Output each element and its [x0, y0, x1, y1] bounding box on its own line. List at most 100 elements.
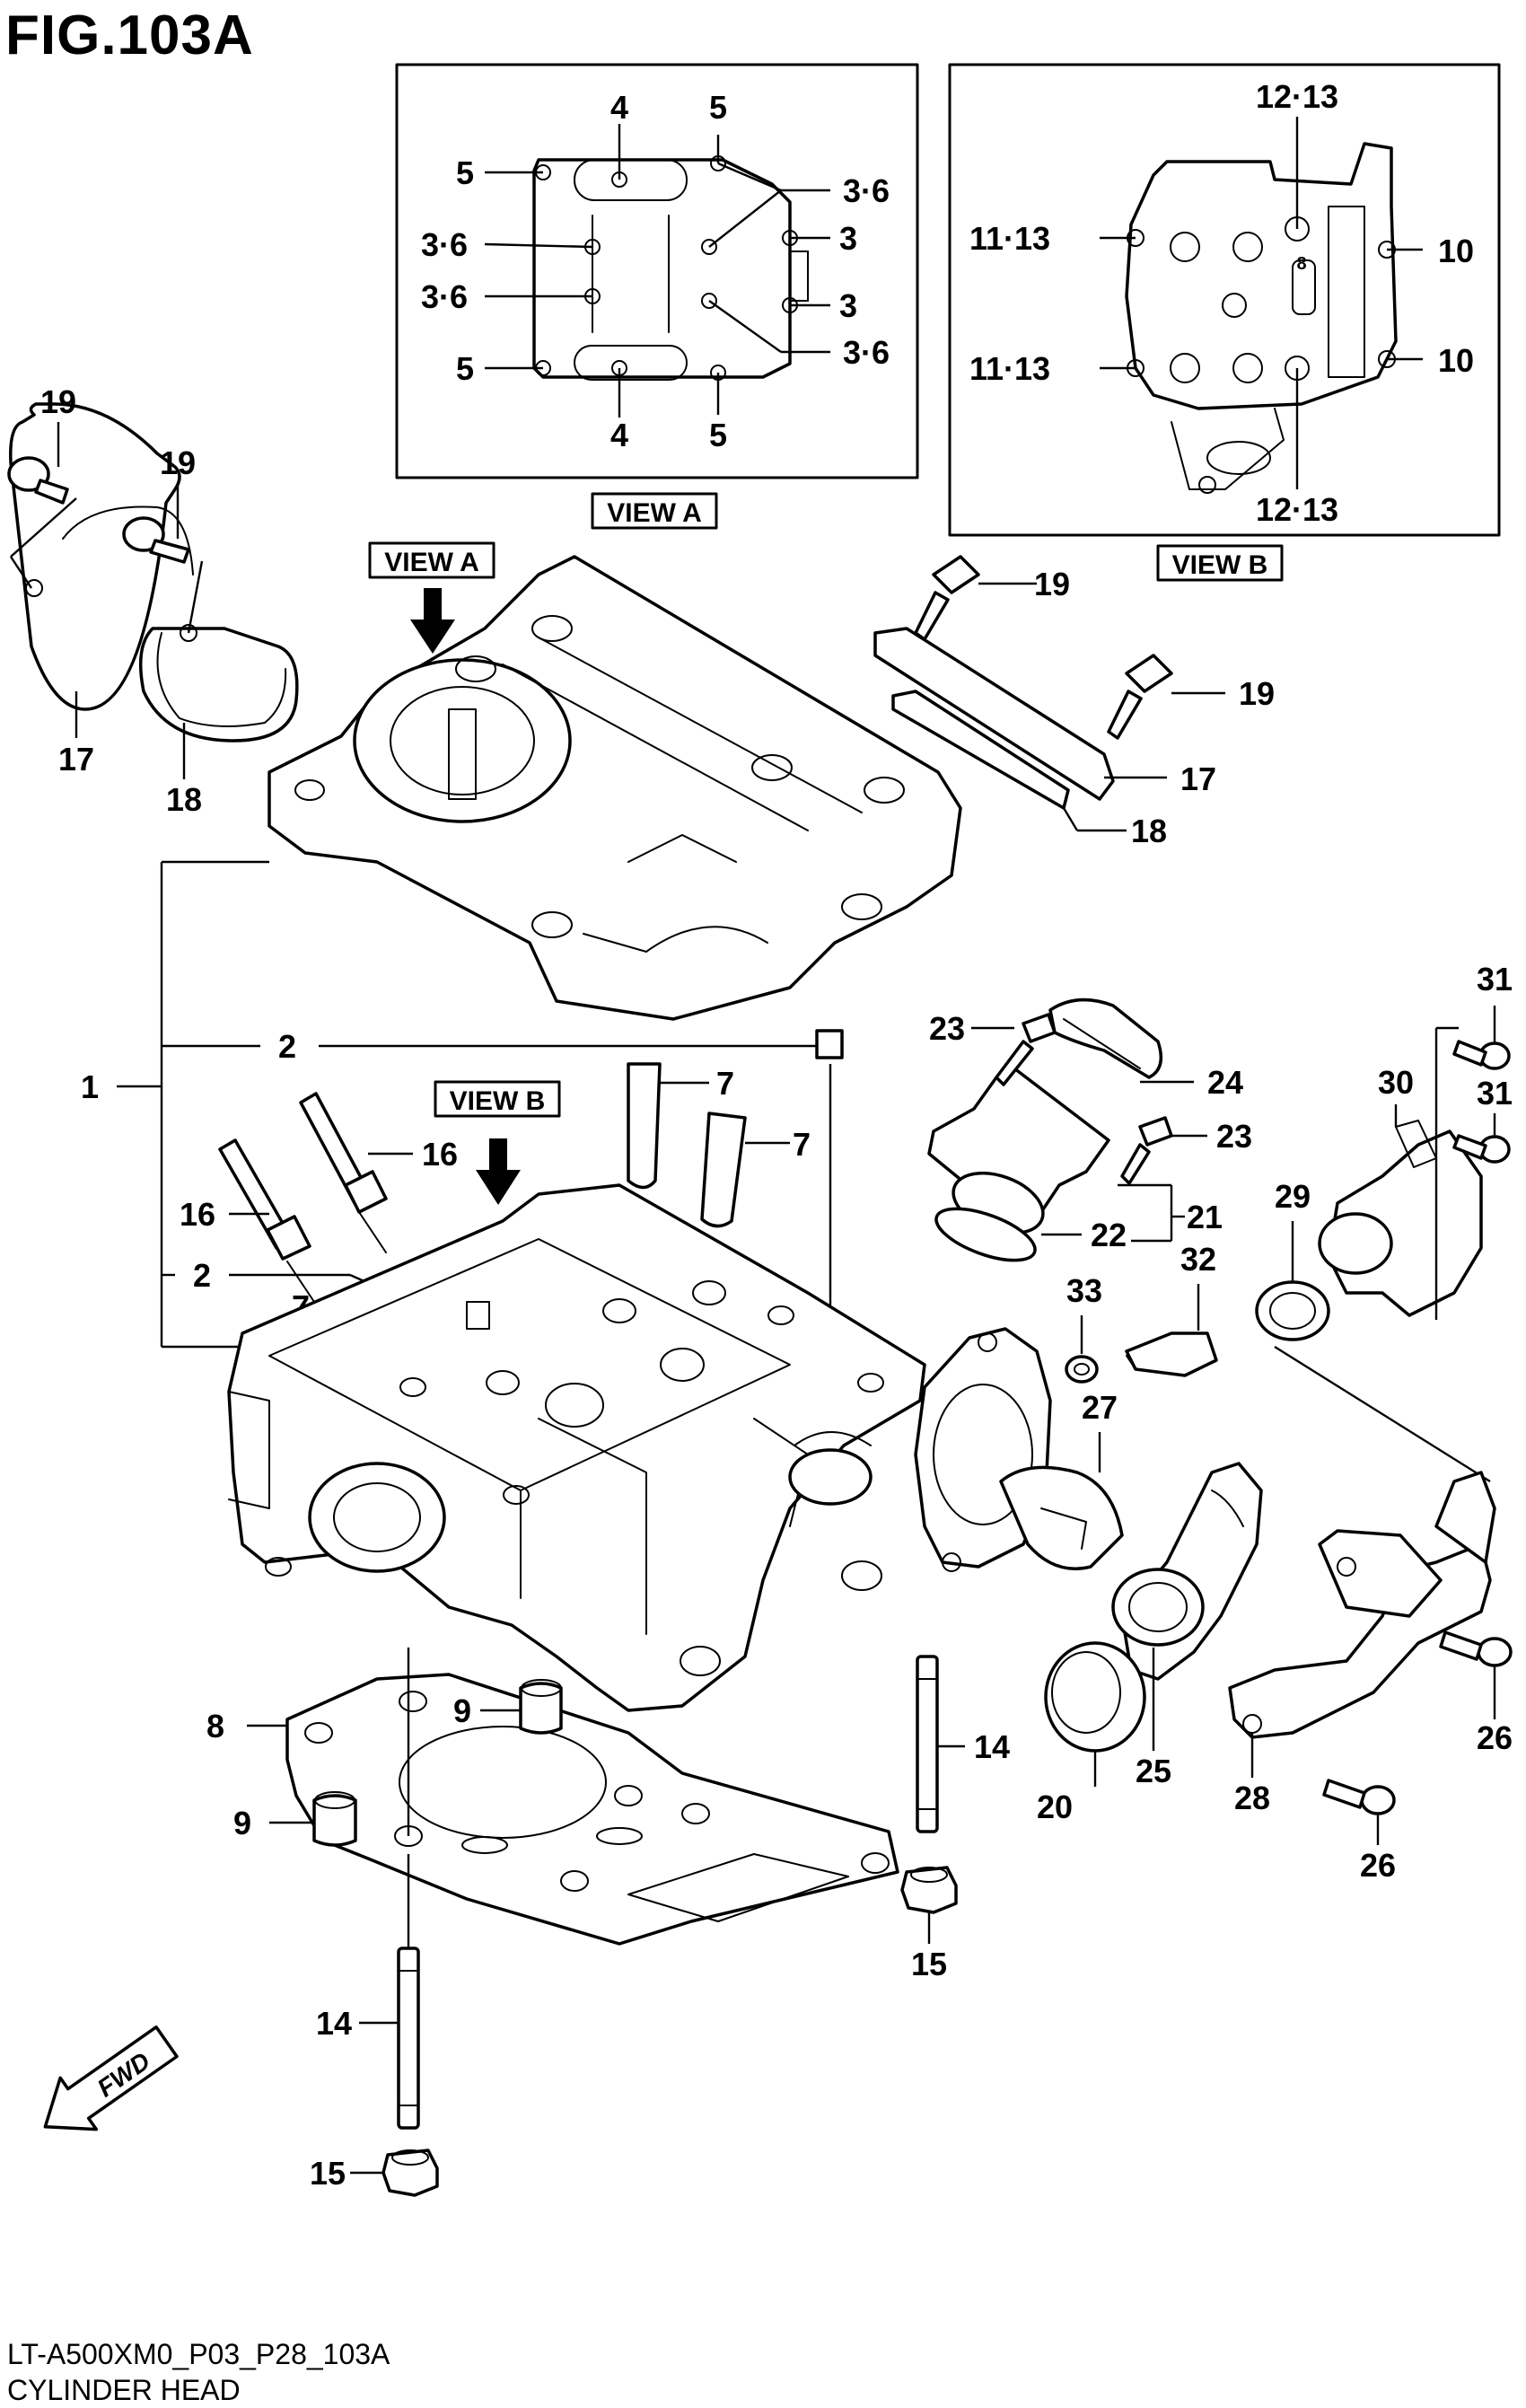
view-b-indicator-box [434, 1080, 561, 1118]
callout-18-left: 18 [166, 781, 202, 818]
view-b-frame [948, 63, 1501, 537]
right-cap-cover [873, 627, 1115, 801]
callout-vb-1113-top: 11·13 [969, 220, 1050, 257]
cylinder-head-body [227, 1183, 926, 1712]
dowel-pin-top [815, 1029, 844, 1059]
view-b-outlet [1171, 408, 1285, 490]
svg-text:8: 8 [1296, 254, 1306, 274]
hose-bolt-2 [1322, 1779, 1396, 1815]
view-a-upper-port [574, 159, 688, 201]
callout-29: 29 [1275, 1178, 1311, 1215]
valve-cover-bosses [294, 615, 905, 938]
callout-21: 21 [1187, 1199, 1223, 1235]
dowel-pin-9-b [312, 1791, 357, 1847]
callout-28: 28 [1234, 1780, 1270, 1816]
dowel-pin-9-a [519, 1679, 563, 1735]
callout-19-d: 19 [1239, 675, 1275, 712]
view-b-indicator-label: VIEW B [450, 1086, 546, 1116]
callout-va-4-top: 4 [610, 89, 628, 126]
fwd-arrow-icon: FWD [43, 2025, 179, 2131]
diagram-caption: CYLINDER HEAD [7, 2374, 241, 2406]
callout-vb-10-top: 10 [1438, 233, 1474, 269]
nut-15-right [900, 1866, 958, 1914]
left-cap-cover [9, 402, 181, 711]
view-a-inset: 4 5 5 3·6 3·6 3 3·6 3 5 3·6 4 5 [395, 63, 919, 479]
left-cap-bolt-2 [122, 516, 190, 564]
sensor-washer-33 [1065, 1355, 1099, 1384]
drawing-code: LT-A500XM0_P03_P28_103A [7, 2338, 390, 2370]
view-b-label: VIEW B [1172, 550, 1268, 580]
callout-17-right: 17 [1180, 760, 1216, 797]
thermostat-cap-assembly: 31 31 30 29 [1255, 961, 1513, 1483]
callout-16-a: 16 [422, 1136, 458, 1173]
view-b-inset: 8 12·13 11·13 10 11·13 10 12·13 [948, 63, 1501, 537]
callout-va-3-right-2: 3 [839, 287, 857, 324]
thermostat-cap-port [1318, 1212, 1393, 1275]
nut-15-left [382, 2149, 439, 2197]
callout-va-5-left-top: 5 [456, 154, 474, 191]
cylinder-head-deck [268, 1238, 791, 1491]
callout-33: 33 [1066, 1272, 1102, 1309]
head-intake-port-left [308, 1462, 446, 1573]
coolant-pipes: 25 28 20 26 26 [1037, 1462, 1513, 1884]
callout-va-36-left-1: 3·6 [421, 226, 468, 263]
spark-plug-1 [299, 1092, 388, 1253]
spark-plug-2 [218, 1138, 315, 1303]
view-a-lower-port [574, 345, 688, 381]
cylinder-head [227, 1183, 926, 1712]
view-b-chain-slot [1328, 206, 1365, 378]
water-pipe-union [1318, 1529, 1443, 1618]
water-outlet-port [1111, 1568, 1205, 1647]
callout-20: 20 [1037, 1788, 1073, 1825]
callout-vb-1213-top: 12·13 [1256, 78, 1338, 115]
callout-2-mid: 2 [193, 1257, 211, 1294]
callout-7-a: 7 [716, 1065, 734, 1102]
callout-va-3-right-1: 3 [839, 220, 857, 257]
callout-vb-10-bot: 10 [1438, 342, 1474, 379]
callout-va-36-right-bot: 3·6 [843, 334, 890, 371]
right-cap-bolt-1 [914, 555, 980, 641]
view-a-label: VIEW A [607, 498, 702, 528]
view-a-indicator-label: VIEW A [384, 548, 479, 577]
head-bosses [265, 1280, 884, 1676]
view-a-indicator-box [368, 541, 496, 579]
callout-2-top: 2 [278, 1028, 296, 1065]
callout-9-a: 9 [453, 1692, 471, 1729]
callout-1: 1 [81, 1068, 99, 1105]
view-b-label-box [1156, 544, 1284, 582]
callout-19-c: 19 [1034, 566, 1070, 602]
callout-22: 22 [1091, 1217, 1127, 1253]
head-gasket: 8 [206, 1648, 899, 1946]
view-a-label-box [591, 492, 718, 530]
plug-cap-20 [1044, 1641, 1146, 1753]
intake-clamp [1048, 997, 1163, 1079]
callout-15-a: 15 [911, 1946, 947, 1982]
callout-8: 8 [206, 1708, 224, 1744]
view-a-bolt-holes [535, 155, 798, 381]
valve-guide-2 [700, 1112, 747, 1228]
head-camshaft-journal [788, 1448, 873, 1506]
callout-va-5-top: 5 [709, 89, 727, 126]
view-a-cover-outline [532, 158, 792, 379]
callout-30: 30 [1378, 1064, 1414, 1101]
callout-va-36-right-top: 3·6 [843, 172, 890, 209]
callout-23-a: 23 [929, 1010, 965, 1047]
view-a-frame [395, 63, 919, 479]
callout-23-b: 23 [1216, 1118, 1252, 1155]
thermostat-bolt-1 [1452, 1040, 1511, 1070]
callout-19-b: 19 [160, 444, 196, 481]
thermostat-seal-29 [1255, 1280, 1330, 1341]
callout-vb-1113-bot: 11·13 [969, 350, 1050, 387]
intake-pipe-gasket [934, 1207, 1037, 1262]
callout-32: 32 [1180, 1241, 1216, 1278]
right-cap-bolt-2 [1107, 654, 1173, 740]
callout-7-b: 7 [793, 1126, 811, 1163]
callout-va-36-left-2: 3·6 [421, 278, 468, 315]
right-cap-assembly: 19 19 17 18 [873, 555, 1275, 849]
callout-26-b: 26 [1360, 1847, 1396, 1884]
callout-24: 24 [1207, 1064, 1243, 1101]
thermostat-housing: 33 32 27 [914, 1241, 1218, 1572]
callout-14-b: 14 [316, 2005, 352, 2042]
callout-17-left: 17 [58, 741, 94, 778]
